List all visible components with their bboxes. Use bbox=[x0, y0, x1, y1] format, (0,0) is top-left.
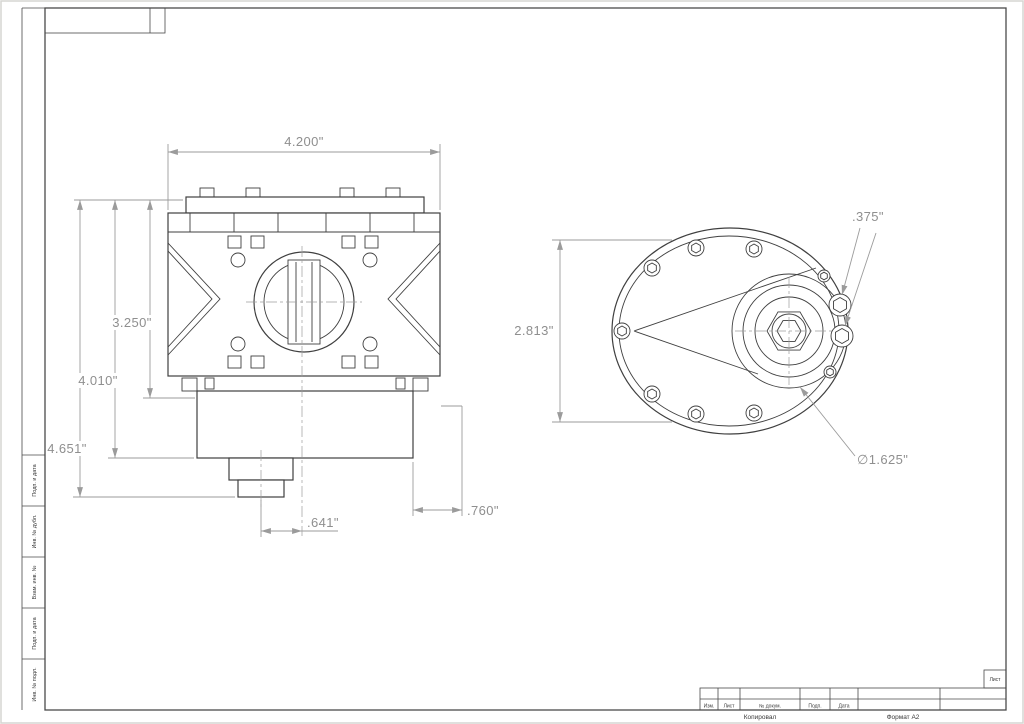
sheet-number-box bbox=[983, 669, 1007, 689]
margin-stamp-label: Подп. и дата bbox=[32, 616, 38, 649]
dim-end-height-label: 2.813" bbox=[514, 323, 554, 338]
dim-offset-label: .641" bbox=[307, 515, 339, 530]
margin-stamp-label: Подп. и дата bbox=[32, 463, 38, 496]
side-view bbox=[167, 187, 441, 536]
end-view-dimensions: 2.813" .375" ∅1.625" bbox=[512, 209, 908, 467]
margin-stamp-label: Взам. инв. № bbox=[32, 565, 38, 599]
title-col-podp: Подп. bbox=[808, 704, 821, 710]
dim-height-a-label: 3.250" bbox=[112, 315, 152, 330]
top-left-stamp bbox=[44, 7, 166, 34]
margin-stamps: Подп. и дата Инв. № дубл. Взам. инв. № П… bbox=[22, 454, 45, 702]
dim-bore-label: ∅1.625" bbox=[857, 452, 908, 467]
title-col-izm: Изм. bbox=[704, 704, 715, 710]
title-col-list: Лист bbox=[724, 704, 736, 710]
dim-step-label: .760" bbox=[467, 503, 499, 518]
sheet-number-label: Лист bbox=[990, 677, 1002, 683]
dim-height-b-label: 4.010" bbox=[78, 373, 118, 388]
margin-stamp-label: Инв. № дубл. bbox=[32, 514, 38, 549]
margin-stamp-label: Инв. № подл. bbox=[32, 667, 38, 702]
format-label: Формат А2 bbox=[887, 714, 920, 721]
side-view-dimensions: 4.200" 3.250" 4.010" 4.651" .641" .760" bbox=[47, 134, 499, 537]
title-col-docnum: № докум. bbox=[759, 704, 781, 710]
title-block: Изм. Лист № докум. Подп. Дата Лист Копир… bbox=[699, 669, 1007, 721]
dim-port-label: .375" bbox=[852, 209, 884, 224]
copied-label: Копировал bbox=[744, 714, 777, 721]
dim-height-c-label: 4.651" bbox=[47, 441, 87, 456]
dim-width-label: 4.200" bbox=[284, 134, 324, 149]
drawing-frame bbox=[21, 7, 1007, 711]
title-col-data: Дата bbox=[838, 704, 849, 710]
end-view bbox=[611, 227, 854, 435]
